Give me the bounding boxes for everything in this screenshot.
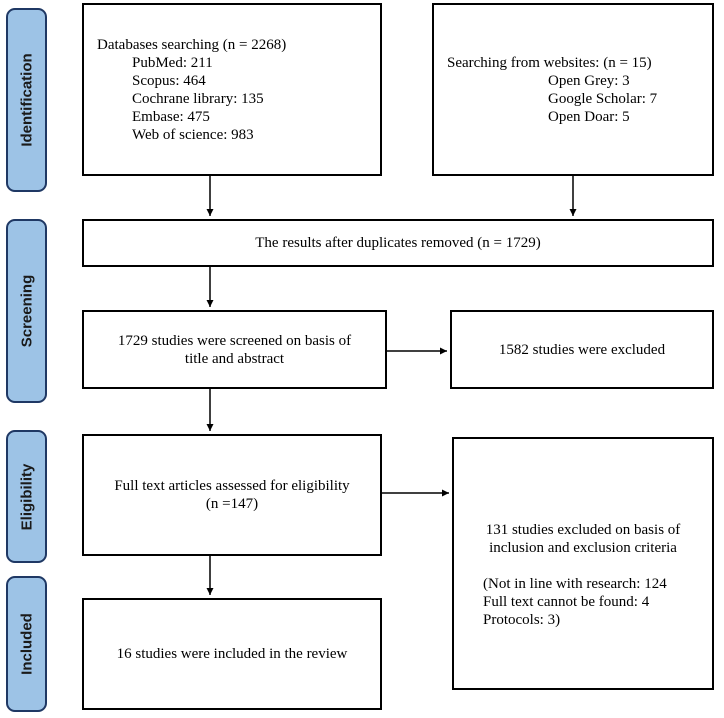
- websites-box: Searching from websites: (n = 15) Open G…: [432, 3, 714, 176]
- excluded-full-detail-1: (Not in line with research: 124: [483, 576, 667, 592]
- databases-item-pubmed: PubMed: 211: [132, 55, 213, 71]
- fulltext-box: Full text articles assessed for eligibil…: [82, 434, 382, 556]
- phase-screening: Screening: [6, 219, 47, 403]
- screened-line-1: 1729 studies were screened on basis of: [117, 332, 352, 349]
- excluded-full-box: 131 studies excluded on basis of inclusi…: [452, 437, 714, 690]
- included-box: 16 studies were included in the review: [82, 598, 382, 710]
- screened-box: 1729 studies were screened on basis of t…: [82, 310, 387, 389]
- screened-line-2: title and abstract: [184, 350, 285, 367]
- excluded-full-detail-2: Full text cannot be found: 4: [483, 594, 650, 610]
- phase-eligibility: Eligibility: [6, 430, 47, 563]
- websites-item-open-grey: Open Grey: 3: [548, 73, 630, 89]
- phase-included: Included: [6, 576, 47, 712]
- duplicates-text: The results after duplicates removed (n …: [255, 235, 541, 251]
- websites-header: Searching from websites: (n = 15): [447, 55, 652, 71]
- excluded-full-detail-3: Protocols: 3): [483, 612, 561, 628]
- included-text: 16 studies were included in the review: [116, 646, 348, 662]
- databases-item-scopus: Scopus: 464: [132, 73, 206, 89]
- phase-identification: Identification: [6, 8, 47, 192]
- databases-header: Databases searching (n = 2268): [97, 37, 287, 53]
- excluded-full-summary-1: 131 studies excluded on basis of: [485, 522, 681, 538]
- duplicates-box: The results after duplicates removed (n …: [82, 219, 714, 267]
- databases-item-web-of-science: Web of science: 983: [132, 127, 254, 143]
- excluded-full-summary-2: inclusion and exclusion criteria: [489, 540, 677, 556]
- databases-item-cochrane: Cochrane library: 135: [132, 91, 264, 107]
- websites-item-open-doar: Open Doar: 5: [548, 109, 630, 125]
- databases-item-embase: Embase: 475: [132, 109, 210, 125]
- databases-box: Databases searching (n = 2268) PubMed: 2…: [82, 3, 382, 176]
- websites-item-google-scholar: Google Scholar: 7: [548, 91, 658, 107]
- excluded-screen-text: 1582 studies were excluded: [498, 341, 666, 358]
- fulltext-line-2: (n =147): [205, 496, 259, 512]
- excluded-screen-box: 1582 studies were excluded: [450, 310, 714, 389]
- fulltext-line-1: Full text articles assessed for eligibil…: [114, 478, 350, 494]
